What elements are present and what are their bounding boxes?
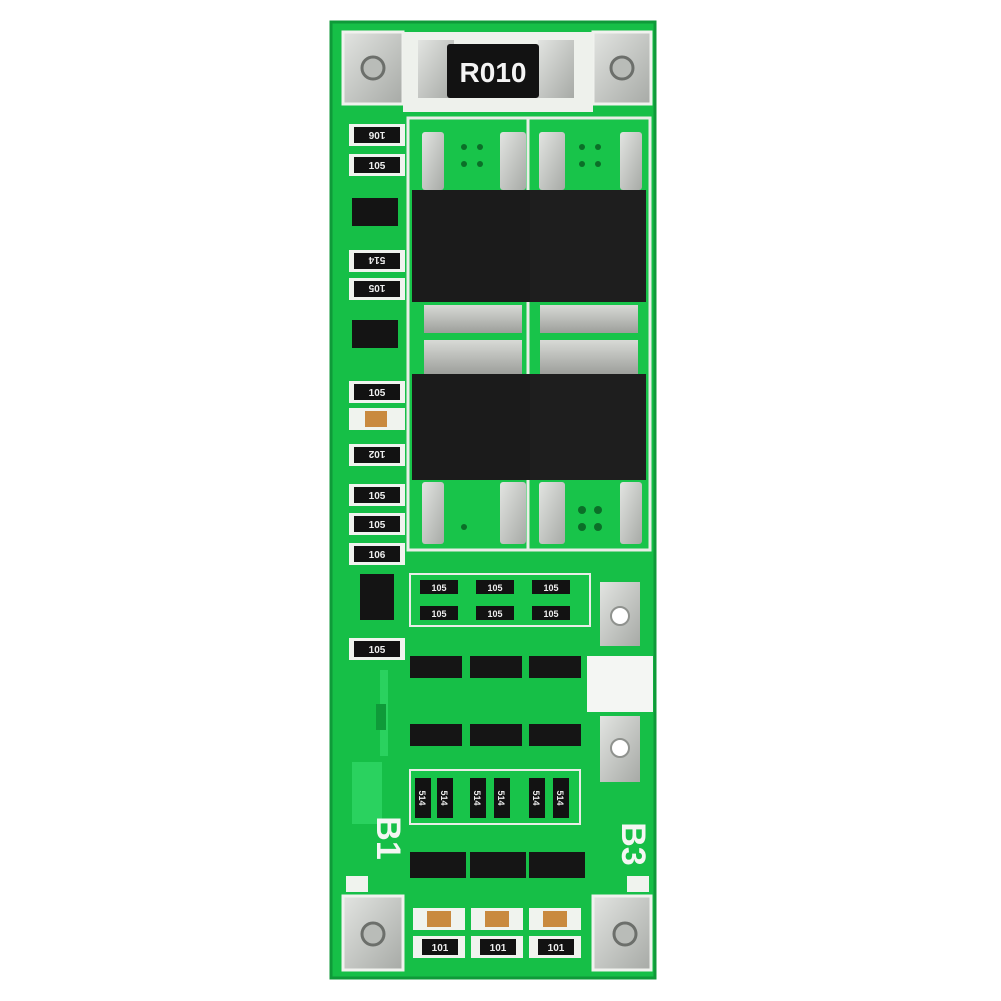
resistor-label: 105 (369, 388, 386, 399)
mosfet-chip (530, 190, 646, 302)
resistor-label: 105 (369, 645, 386, 656)
b3-label: B3 (614, 822, 652, 865)
mosfet-chip (412, 190, 530, 302)
resistor-label: 106 (368, 129, 385, 140)
resistor-grid: 105 105 105 105 105 105 (409, 573, 591, 627)
resistor-label: 514 (368, 254, 385, 265)
resistor-label: 102 (368, 448, 385, 459)
resistor-grid: 514 514 514 514 514 514 (409, 769, 581, 825)
resistor-label: 514 (472, 790, 482, 805)
resistor-label: 105 (487, 583, 502, 593)
bottom-components: 101 101 101 (413, 908, 581, 958)
resistor-label: 514 (496, 790, 506, 805)
corner-pads (341, 30, 653, 972)
resistor-label: 105 (369, 491, 386, 502)
left-resistor-column: 106 105 514 105 105 102 105 105 106 105 (349, 124, 405, 660)
mosfet-chip (530, 374, 646, 480)
b1-label: B1 (369, 816, 407, 859)
resistor-label: 105 (369, 161, 386, 172)
resistor-label: 514 (531, 790, 541, 805)
resistor-label: 514 (439, 790, 449, 805)
ic-chips (410, 852, 585, 878)
resistor-label: 105 (543, 583, 558, 593)
resistor-label: 105 (431, 583, 446, 593)
terminal-pads (587, 582, 653, 782)
resistor-label: 101 (432, 943, 449, 954)
resistor-label: 105 (369, 520, 386, 531)
resistor-label: 101 (548, 943, 565, 954)
resistor-label: 105 (368, 282, 385, 293)
mosfet-chip (412, 374, 530, 480)
resistor-label: 101 (490, 943, 507, 954)
mosfet-area (406, 116, 652, 552)
resistor-label: 106 (369, 550, 386, 561)
shunt-resistor: R010 (403, 32, 593, 112)
resistor-label: 105 (543, 609, 558, 619)
resistor-label: 105 (487, 609, 502, 619)
resistor-label: 514 (417, 790, 427, 805)
shunt-label: R010 (460, 57, 527, 88)
silk-labels: B1 B3 (346, 762, 652, 892)
resistor-label: 105 (431, 609, 446, 619)
small-transistors (376, 656, 581, 756)
resistor-label: 514 (555, 790, 565, 805)
